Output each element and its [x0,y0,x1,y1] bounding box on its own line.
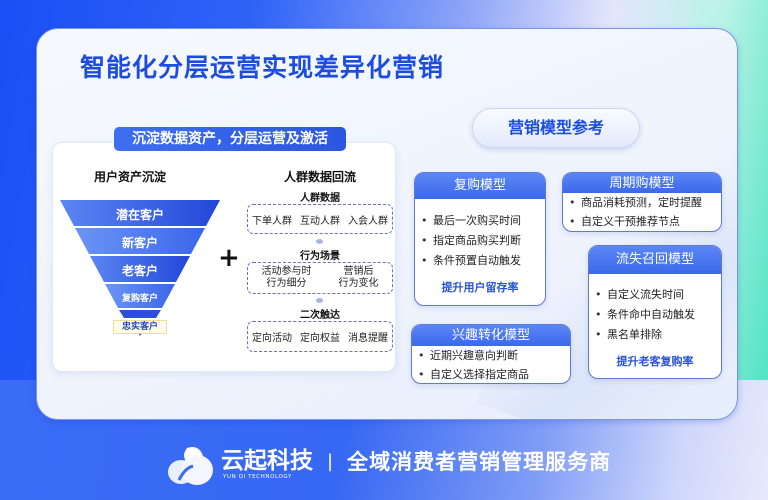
funnel-level-new: 新客户 [121,236,158,250]
flow-item: 互动人群 [300,215,340,227]
model-feature: 近期兴趣意向判断 [412,346,570,365]
plus-icon: + [218,243,240,273]
model-feature: 条件预置自动触发 [415,251,545,271]
flow-group-crowd: 下单人群 互动人群 入会人群 [247,204,393,234]
flow-group-reach: 定向活动 定向权益 消息提醒 [247,321,393,352]
model-feature-list: 最后一次购买时间 指定商品购买判断 条件预置自动触发 [415,211,545,271]
flow-item: 定向活动 [252,333,292,344]
funnel-level-loyal: 忠实客户 [113,320,167,334]
flow-item: 营销后 行为变化 [338,266,379,289]
funnel-level-old: 老客户 [121,264,158,278]
footer-separator: | [327,450,334,472]
funnel-graphic [60,200,220,336]
model-feature-list: 自定义流失时间 条件命中自动触发 黑名单排除 [589,285,721,345]
model-title: 流失召回模型 [589,246,721,274]
flow-connector [316,298,323,303]
model-feature: 自定义干预推荐节点 [563,212,721,231]
brand-name: 云起科技 [221,448,313,474]
model-benefit: 提升老客复购率 [616,355,694,368]
flow-item: 活动参与时 行为细分 [261,266,312,289]
footer-slogan: 全域消费者营销管理服务商 [347,450,612,474]
model-feature: 指定商品购买判断 [415,231,545,251]
model-feature: 自定义选择指定商品 [412,365,570,383]
flow-item: 入会人群 [348,215,388,227]
model-feature: 自定义流失时间 [589,285,721,305]
model-benefit: 提升用户留存率 [441,281,519,294]
flow-group-label-reach: 二次触达 [300,310,340,321]
footer-brand: 云起科技 YUN QI TECHNOLOGY | 全域消费者营销管理服务商 [163,442,611,486]
flow-group-label-crowd: 人群数据 [300,193,340,204]
models-heading: 营销模型参考 [472,108,640,148]
model-card-repurchase: 复购模型 最后一次购买时间 指定商品购买判断 条件预置自动触发 提升用户留存率 [414,172,546,306]
model-feature: 商品消耗预测，定时提醒 [563,193,721,212]
flow-connector [316,239,323,244]
model-title: 周期购模型 [563,173,721,193]
flow-title: 人群数据回流 [283,170,356,184]
model-feature-list: 商品消耗预测，定时提醒 自定义干预推荐节点 [563,193,721,231]
flow-item: 定向权益 [300,333,340,344]
model-title: 复购模型 [415,173,545,199]
model-feature: 黑名单排除 [589,325,721,345]
model-card-cycle: 周期购模型 商品消耗预测，定时提醒 自定义干预推荐节点 [562,172,722,232]
model-feature: 最后一次购买时间 [415,211,545,231]
flow-item: 消息提醒 [348,333,388,344]
brand-name-en: YUN QI TECHNOLOGY [223,474,292,480]
model-feature: 条件命中自动触发 [589,305,721,325]
model-card-interest: 兴趣转化模型 近期兴趣意向判断 自定义选择指定商品 [411,324,571,384]
funnel-level-repurchase: 复购客户 [121,294,158,304]
model-title: 兴趣转化模型 [412,325,570,346]
panel-ribbon: 沉淀数据资产，分层运营及激活 [114,127,346,151]
flow-group-behavior: 活动参与时 行为细分 营销后 行为变化 [247,262,393,294]
cloud-logo-icon [168,447,213,485]
flow-group-label-behavior: 行为场景 [300,251,340,262]
funnel-level-potential: 潜在客户 [115,208,164,222]
model-feature-list: 近期兴趣意向判断 自定义选择指定商品 [412,346,570,383]
funnel-title: 用户资产沉淀 [93,170,166,184]
flow-item: 下单人群 [252,215,292,227]
model-card-churn: 流失召回模型 自定义流失时间 条件命中自动触发 黑名单排除 提升老客复购率 [588,245,722,379]
page-title: 智能化分层运营实现差异化营销 [80,53,445,82]
